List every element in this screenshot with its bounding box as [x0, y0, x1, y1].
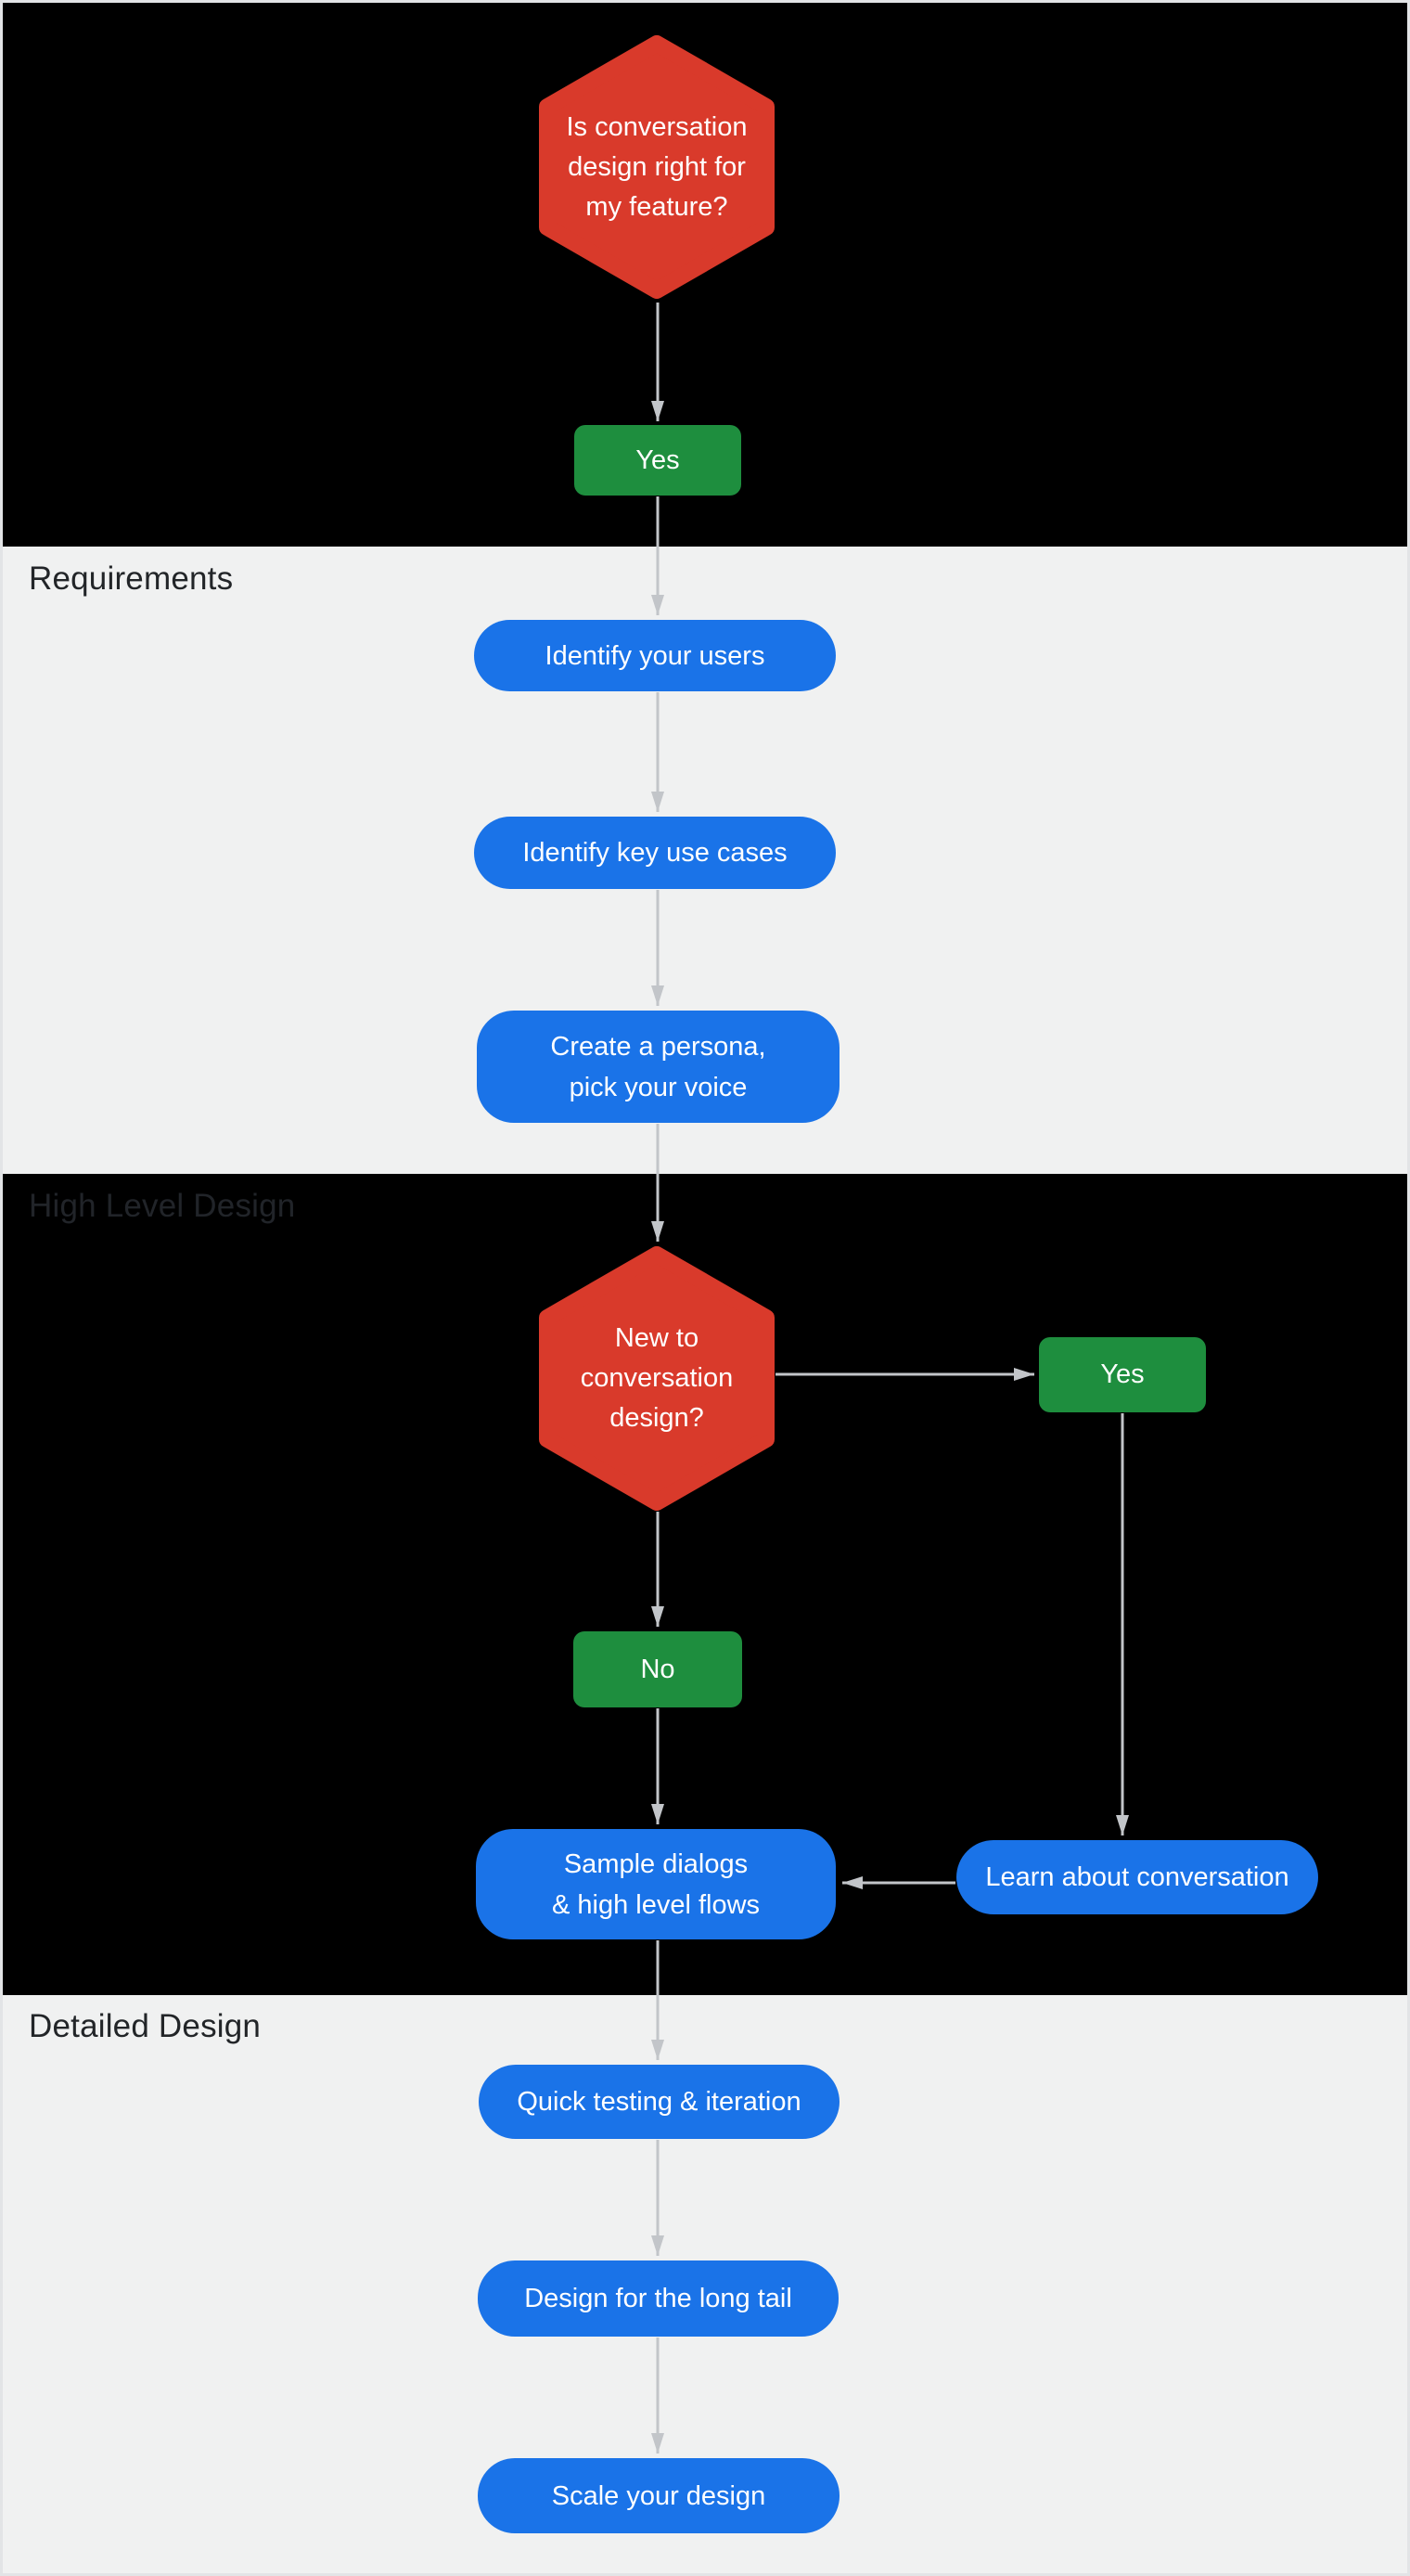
decision-is-conversation-design-right[interactable]: Is conversation design right for my feat…	[539, 35, 775, 299]
section-label-high-level-design: High Level Design	[29, 1188, 296, 1224]
decision-label: Is conversation design right for my feat…	[566, 111, 748, 222]
step-design-for-long-tail[interactable]: Design for the long tail	[478, 2260, 839, 2337]
step-identify-key-use-cases[interactable]: Identify key use cases	[474, 817, 836, 889]
answer-no-new[interactable]: No	[573, 1631, 742, 1707]
section-label-requirements: Requirements	[29, 560, 234, 597]
answer-yes-new[interactable]: Yes	[1039, 1337, 1206, 1412]
step-label: Identify key use cases	[522, 838, 788, 868]
answer-yes-start[interactable]: Yes	[574, 425, 741, 496]
step-quick-testing-iteration[interactable]: Quick testing & iteration	[479, 2065, 840, 2139]
step-identify-your-users[interactable]: Identify your users	[474, 620, 836, 691]
answer-label: Yes	[635, 444, 680, 475]
decision-new-to-conversation-design[interactable]: New to conversation design?	[539, 1246, 775, 1511]
decision-label: New to conversation design?	[580, 1323, 734, 1433]
step-label: Identify your users	[545, 640, 765, 671]
step-label: Sample dialogs & high level flows	[551, 1848, 761, 1920]
step-label: Create a persona, pick your voice	[550, 1031, 766, 1102]
answer-label: Yes	[1100, 1359, 1145, 1389]
step-scale-your-design[interactable]: Scale your design	[478, 2458, 840, 2533]
step-label: Learn about conversation	[985, 1862, 1289, 1892]
step-create-persona-pick-voice[interactable]: Create a persona, pick your voice	[477, 1011, 840, 1123]
step-sample-dialogs-high-level-flows[interactable]: Sample dialogs & high level flows	[476, 1829, 836, 1939]
step-label: Design for the long tail	[524, 2284, 792, 2313]
hexagon-shape	[539, 1246, 775, 1511]
hexagon-shape	[539, 35, 775, 299]
step-label: Scale your design	[551, 2480, 766, 2511]
step-label: Quick testing & iteration	[517, 2087, 801, 2117]
section-label-detailed-design: Detailed Design	[29, 2008, 262, 2044]
answer-label: No	[640, 1654, 675, 1684]
step-learn-about-conversation[interactable]: Learn about conversation	[956, 1840, 1318, 1914]
